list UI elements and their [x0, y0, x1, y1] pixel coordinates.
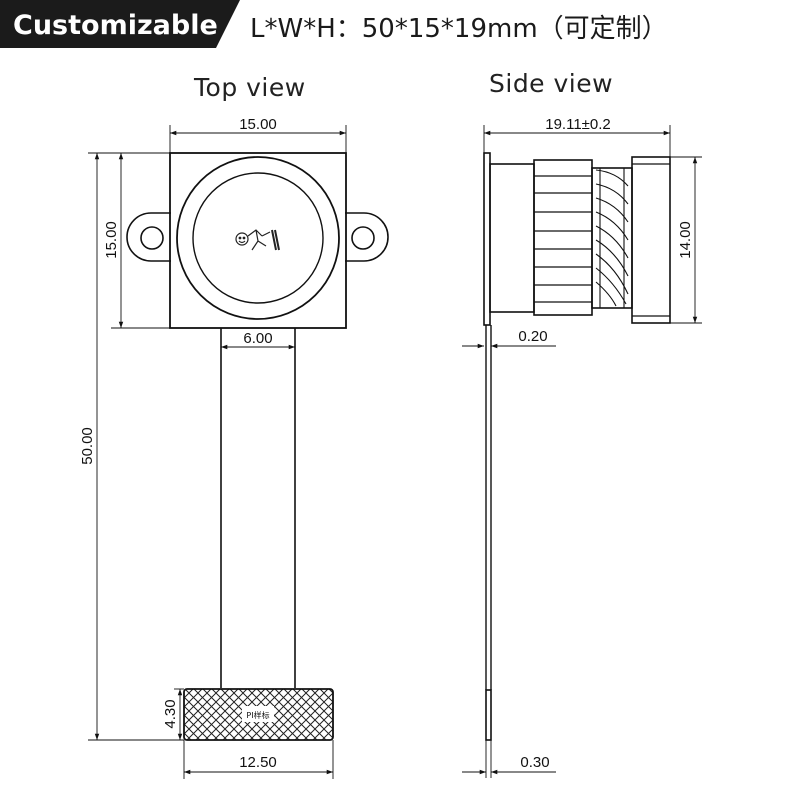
side-view-dimensions: 19.11±0.2 14.00 0.20 0.30	[462, 116, 702, 778]
side-connector-stiffener	[485, 689, 492, 741]
right-mount-ear	[345, 212, 389, 262]
dim-cable-width: 6.00	[243, 330, 272, 347]
dim-connector-height: 4.30	[162, 699, 179, 728]
header: Customizable L*W*H：50*15*19mm（可定制）	[0, 0, 668, 48]
lens-inner-ring	[192, 172, 324, 304]
dim-total-length: 50.00	[79, 427, 96, 465]
side-holder-base	[489, 163, 535, 313]
side-thread-lines	[595, 168, 629, 308]
left-mount-hole	[140, 226, 164, 250]
dim-board-thickness: 0.20	[518, 328, 547, 345]
lens-outer-ring	[176, 156, 340, 320]
badge-label: Customizable	[13, 10, 218, 41]
connector-label-bg	[242, 706, 274, 722]
camera-module-body	[169, 152, 347, 329]
lens-logo-icon	[235, 229, 280, 251]
dim-overall-depth: 19.11±0.2	[545, 116, 611, 133]
side-rib-lines	[534, 175, 592, 303]
side-lens-barrel	[631, 156, 671, 324]
connector	[183, 688, 334, 741]
dim-module-width: 15.00	[239, 116, 277, 133]
side-view-title: Side view	[489, 69, 613, 98]
connector-label: PI样标	[246, 710, 269, 720]
badge-background	[0, 0, 240, 48]
side-ribbed-holder	[533, 159, 593, 316]
side-lens-thread	[591, 167, 633, 309]
side-view	[483, 152, 671, 741]
right-mount-hole	[351, 226, 375, 250]
side-pcb-board	[483, 152, 491, 326]
spec-text: L*W*H：50*15*19mm（可定制）	[250, 14, 668, 44]
top-view-dimensions: 15.00 15.00 50.00 6.00 4.30 12.50	[79, 116, 347, 779]
top-view: PI样标	[126, 152, 389, 741]
top-view-title: Top view	[193, 73, 306, 102]
dim-lens-height: 14.00	[677, 221, 694, 259]
dim-connector-width: 12.50	[239, 754, 277, 771]
left-mount-ear	[126, 212, 171, 262]
dim-module-height: 15.00	[103, 221, 120, 259]
dim-cable-thickness: 0.30	[520, 754, 549, 771]
